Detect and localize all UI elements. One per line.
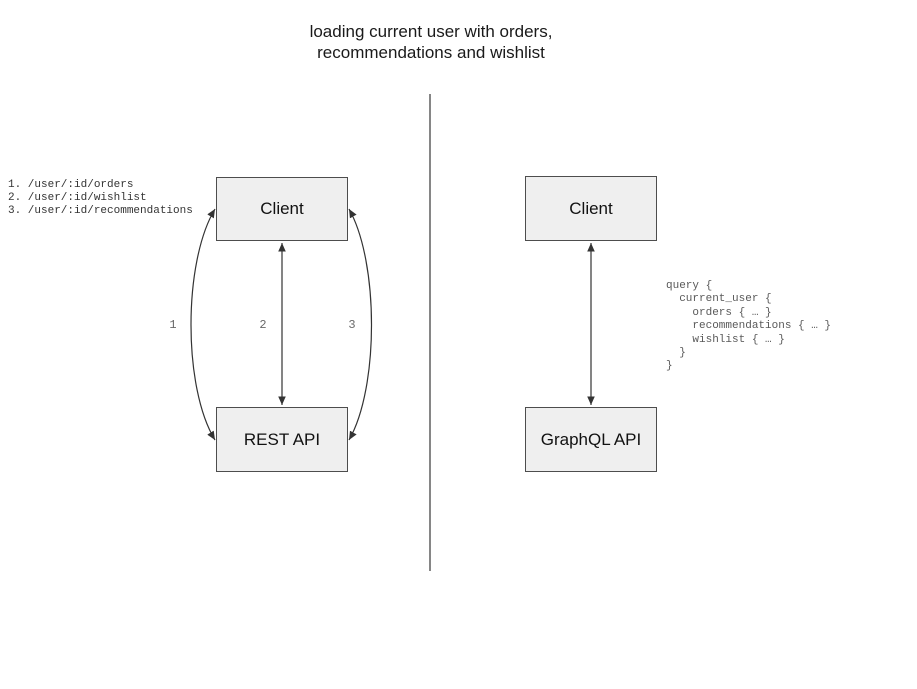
rest-endpoints-annotation: 1. /user/:id/orders 2. /user/:id/wishlis… — [8, 179, 193, 217]
client-box-left: Client — [216, 177, 348, 241]
graphql-query-annotation: query { current_user { orders { … } reco… — [666, 280, 832, 373]
client-box-right-label: Client — [569, 198, 613, 218]
diagram-title: loading current user with orders, recomm… — [309, 22, 553, 62]
call-label-2: 2 — [259, 318, 267, 332]
rest-api-box-label: REST API — [243, 429, 321, 449]
graphql-api-box: GraphQL API — [525, 407, 657, 472]
client-box-left-label: Client — [260, 199, 304, 218]
graphql-api-box-label: GraphQL API — [540, 429, 642, 449]
call-label-1: 1 — [169, 318, 177, 332]
arrow-call-1 — [190, 208, 216, 441]
rest-api-box: REST API — [216, 407, 348, 472]
client-box-right: Client — [525, 176, 657, 241]
arrow-call-3 — [348, 208, 373, 441]
call-label-3: 3 — [348, 318, 356, 332]
